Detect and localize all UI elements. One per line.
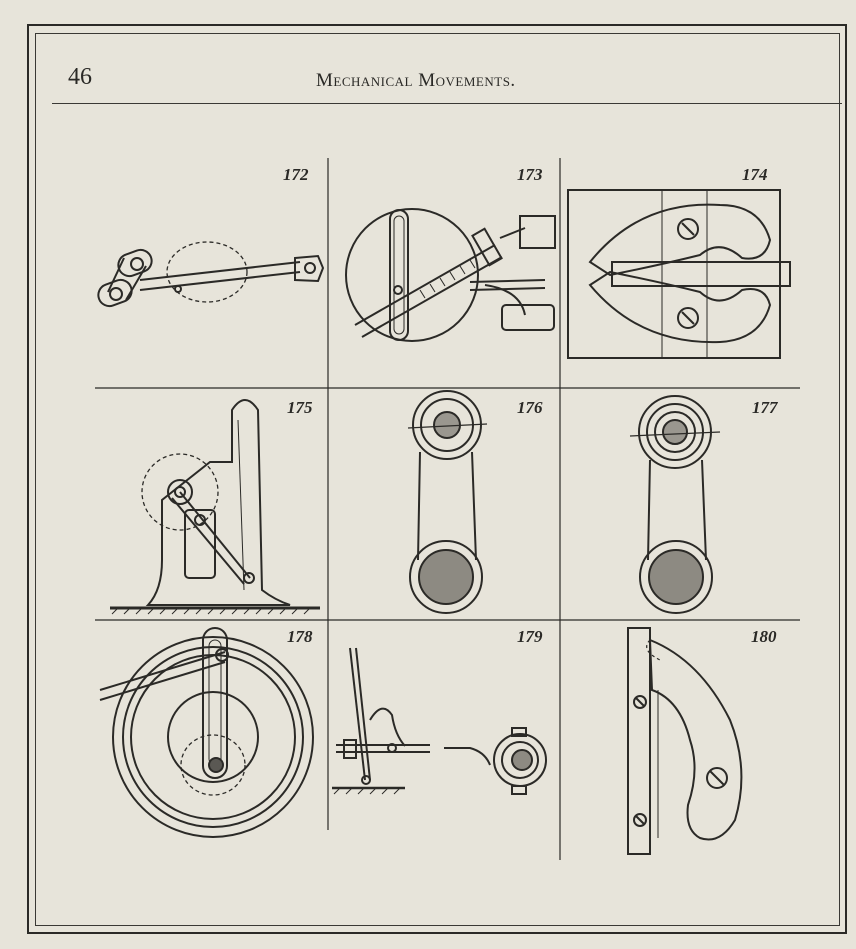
figure-176-label: 176 xyxy=(517,398,543,417)
header-rule xyxy=(52,103,842,104)
figure-177-drawing xyxy=(629,395,721,614)
figure-174-label: 174 xyxy=(742,165,768,184)
figure-175-drawing xyxy=(110,399,320,615)
figure-172-drawing xyxy=(97,241,325,308)
grid-lines xyxy=(95,158,800,860)
figure-178-drawing xyxy=(99,627,314,838)
figure-174-drawing xyxy=(567,189,791,359)
figure-173-label: 173 xyxy=(517,165,543,184)
figure-180-label: 180 xyxy=(751,627,777,646)
figure-179-label: 179 xyxy=(517,627,543,646)
page-title: Mechanical Movements. xyxy=(316,70,516,91)
figure-176-drawing xyxy=(407,390,488,614)
figure-172-label: 172 xyxy=(283,165,309,184)
figure-179-drawing xyxy=(332,647,547,795)
figure-180-drawing xyxy=(627,627,743,855)
figure-173-drawing xyxy=(345,208,556,342)
inner-border xyxy=(35,33,840,926)
figure-175-label: 175 xyxy=(287,398,313,417)
figure-177-label: 177 xyxy=(752,398,778,417)
outer-border xyxy=(27,24,847,934)
figure-178-label: 178 xyxy=(287,627,313,646)
page-number: 46 xyxy=(68,64,92,90)
